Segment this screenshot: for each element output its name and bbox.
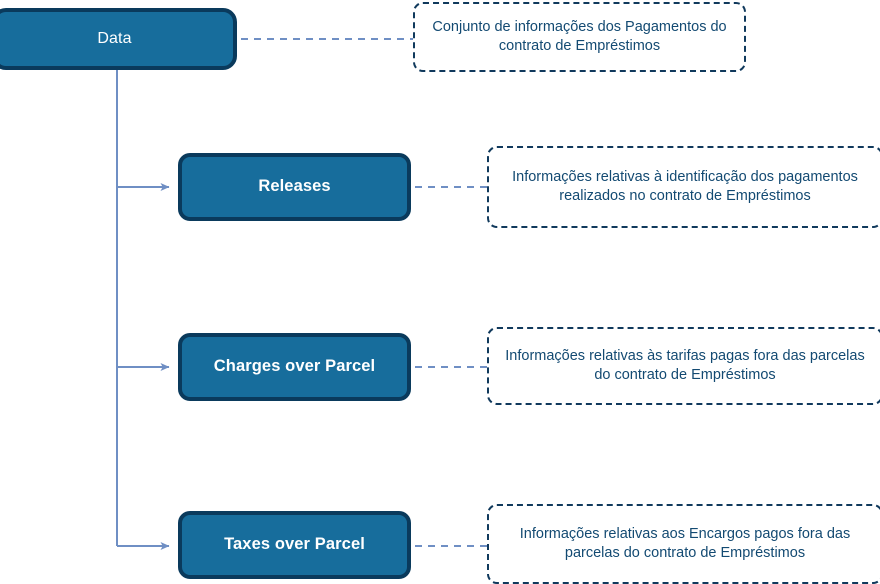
node-releases[interactable]: Releases (178, 153, 411, 221)
note-releases-text: Informações relativas à identificação do… (512, 168, 858, 204)
node-data-label: Data (97, 30, 132, 48)
note-charges-over-parcel-text: Informações relativas às tarifas pagas f… (505, 347, 865, 383)
note-taxes-over-parcel: Informações relativas aos Encargos pagos… (487, 504, 880, 584)
node-taxes-over-parcel-label: Taxes over Parcel (224, 535, 365, 554)
node-releases-label: Releases (258, 177, 331, 196)
note-charges-over-parcel: Informações relativas às tarifas pagas f… (487, 327, 880, 405)
note-taxes-over-parcel-text: Informações relativas aos Encargos pagos… (519, 525, 851, 561)
note-data: Conjunto de informações dos Pagamentos d… (413, 2, 746, 72)
node-charges-over-parcel-label: Charges over Parcel (213, 357, 376, 376)
node-data[interactable]: Data (0, 8, 237, 70)
note-releases: Informações relativas à identificação do… (487, 146, 880, 228)
note-data-text: Conjunto de informações dos Pagamentos d… (432, 18, 727, 54)
node-taxes-over-parcel[interactable]: Taxes over Parcel (178, 511, 411, 579)
node-charges-over-parcel[interactable]: Charges over Parcel (178, 333, 411, 401)
